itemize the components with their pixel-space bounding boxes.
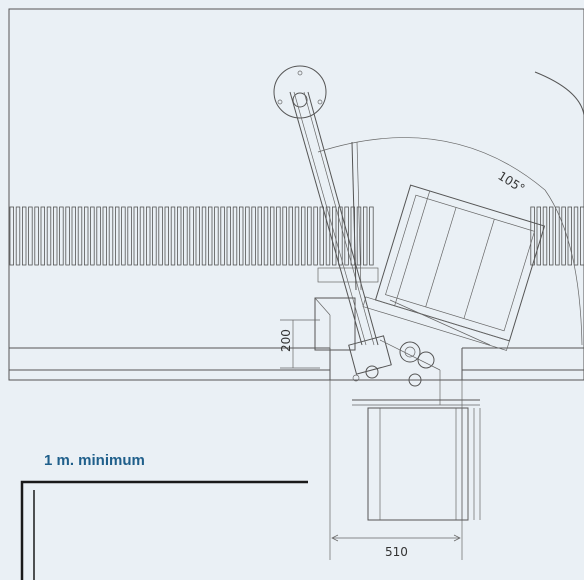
roller — [9, 206, 14, 266]
roller — [183, 206, 188, 266]
roller — [344, 206, 349, 266]
roller — [133, 206, 138, 266]
roller — [46, 206, 52, 266]
roller — [102, 206, 107, 266]
roller — [195, 206, 200, 266]
roller — [34, 206, 39, 266]
roller — [542, 206, 548, 266]
roller — [96, 206, 101, 266]
roller — [238, 206, 244, 266]
conveyor-rollers — [9, 206, 584, 266]
roller — [28, 206, 33, 266]
roller — [145, 206, 151, 266]
roller — [269, 206, 275, 266]
clearance-indicator: 1 m. minimum — [20, 452, 308, 580]
roller — [561, 206, 566, 266]
roller — [176, 206, 182, 266]
roller — [53, 206, 58, 266]
roller — [127, 206, 132, 266]
roller — [21, 206, 27, 266]
roller — [158, 206, 163, 266]
roller — [90, 206, 95, 266]
clearance-label: 1 m. minimum — [44, 452, 145, 469]
roller — [338, 206, 343, 266]
roller — [15, 206, 21, 266]
roller — [294, 206, 300, 266]
roller — [170, 206, 176, 266]
roller — [362, 206, 368, 266]
roller — [189, 206, 194, 266]
dimension-height: 200 — [279, 319, 320, 369]
roller — [282, 206, 287, 266]
roller — [77, 206, 83, 266]
guide-rod — [351, 141, 362, 291]
roller — [214, 206, 219, 266]
tilted-bin — [362, 184, 546, 351]
roller — [65, 206, 70, 266]
roller — [325, 206, 331, 266]
roller — [307, 206, 312, 266]
pivot-disc — [273, 65, 327, 119]
roller — [164, 206, 169, 266]
roller — [331, 206, 337, 266]
roller — [263, 206, 269, 266]
roller — [40, 206, 45, 266]
roller — [580, 206, 584, 266]
roller — [232, 206, 238, 266]
roller — [207, 206, 213, 266]
floor-boundaries — [9, 347, 584, 380]
plinth — [314, 267, 379, 351]
lower-bin — [329, 380, 481, 560]
roller — [567, 206, 572, 266]
roller — [152, 206, 157, 266]
swing-arc: 105° — [317, 71, 584, 346]
roller — [121, 206, 126, 266]
roller — [530, 206, 535, 266]
roller — [288, 206, 293, 266]
roller — [245, 206, 250, 266]
roller — [201, 206, 207, 266]
gear-mechanism — [379, 299, 491, 405]
roller — [251, 206, 256, 266]
roller — [139, 206, 145, 266]
roller — [108, 206, 114, 266]
dimension-width: 510 — [331, 534, 461, 559]
roller — [226, 206, 231, 266]
roller — [549, 206, 554, 266]
roller — [84, 206, 89, 266]
lifting-arm — [289, 91, 392, 382]
roller — [59, 206, 64, 266]
roller — [369, 206, 374, 266]
roller — [71, 206, 76, 266]
roller — [220, 206, 225, 266]
roller — [115, 206, 120, 266]
dimension-width-label: 510 — [385, 545, 408, 559]
roller — [313, 206, 318, 266]
roller — [573, 206, 579, 266]
roller — [319, 206, 324, 266]
outer-frame — [8, 8, 584, 381]
roller — [300, 206, 306, 266]
roller — [276, 206, 281, 266]
roller — [555, 206, 560, 266]
roller — [536, 206, 541, 266]
roller — [257, 206, 262, 266]
dimension-height-label: 200 — [279, 329, 293, 352]
